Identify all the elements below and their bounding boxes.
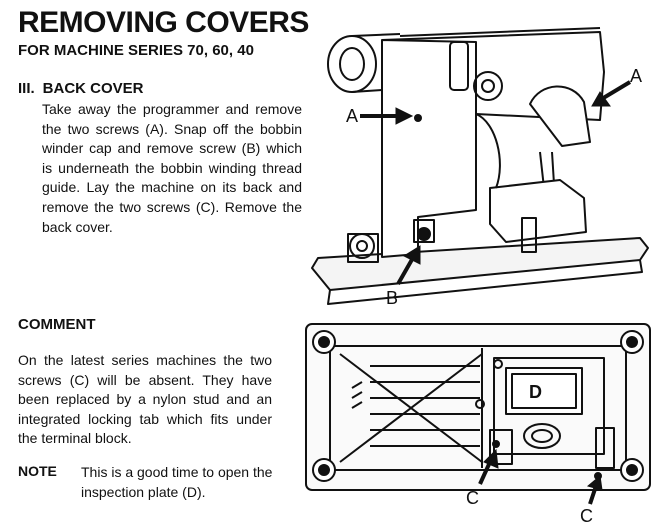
note-label: NOTE (18, 463, 57, 479)
back-cover-heading: III. BACK COVER (18, 80, 144, 97)
machine-underside-illustration: D C C (305, 323, 651, 526)
page-title: REMOVING COVERS (18, 6, 309, 39)
sewing-machine-illustration: A A B (311, 27, 649, 308)
label-b: B (386, 288, 398, 308)
label-d: D (529, 382, 542, 402)
back-cover-instructions: Take away the programmer and remove the … (42, 101, 302, 235)
section-number: III. (18, 80, 35, 97)
comment-text: On the latest series machines the two sc… (18, 352, 272, 447)
label-c-left: C (466, 488, 479, 508)
comment-heading: COMMENT (18, 316, 96, 333)
label-a-right: A (630, 66, 642, 86)
section-title: BACK COVER (42, 80, 144, 97)
label-c-right: C (580, 506, 593, 526)
page-subtitle: FOR MACHINE SERIES 70, 60, 40 (18, 42, 254, 59)
note-text: This is a good time to open the inspecti… (81, 464, 273, 500)
label-a-left: A (346, 106, 358, 126)
